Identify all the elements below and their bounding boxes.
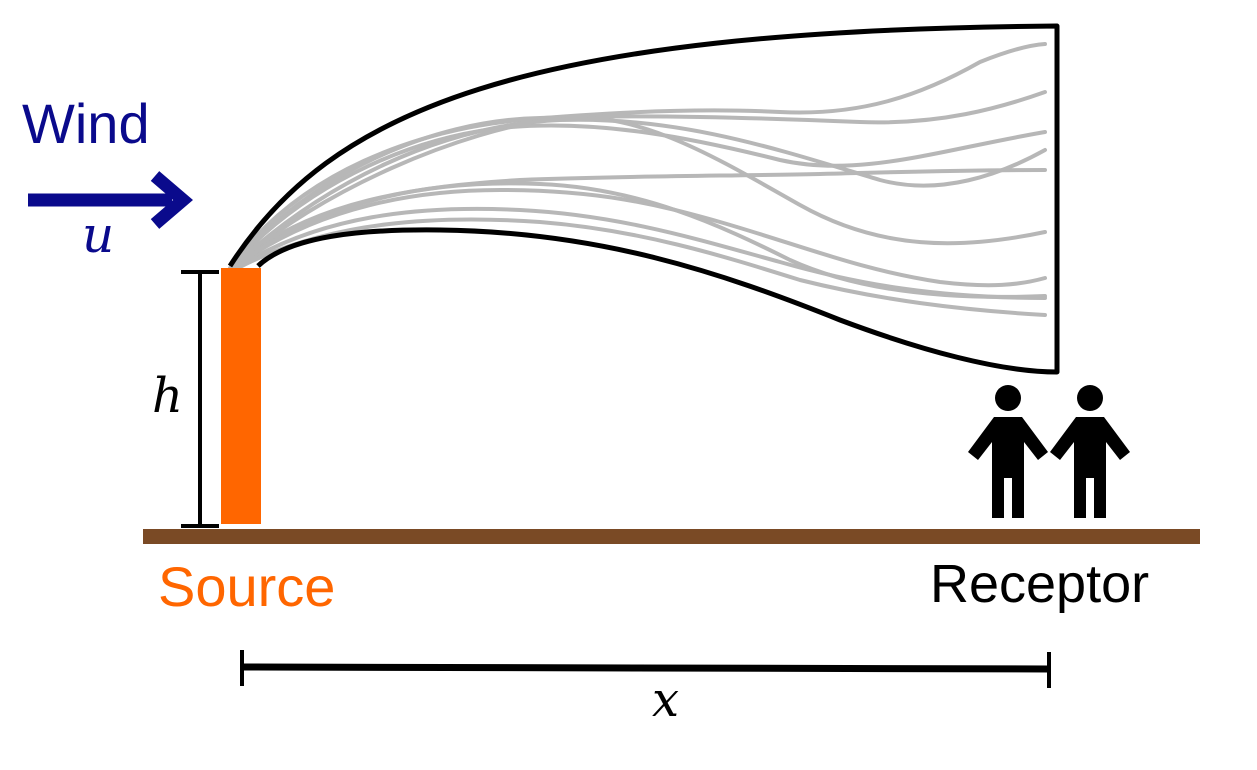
trajectory: [234, 187, 1047, 288]
trajectory: [232, 115, 1047, 268]
trajectory: [232, 117, 1047, 268]
wind-arrow-icon: [28, 171, 193, 229]
plume-trajectories: [228, 42, 1047, 317]
trajectory: [230, 123, 1047, 268]
distance-dimension: [240, 650, 1051, 688]
wind-speed-symbol: u: [82, 206, 114, 264]
wind-label: Wind: [22, 92, 150, 155]
distance-symbol: x: [652, 672, 679, 728]
trajectory: [230, 90, 1047, 268]
trajectory: [234, 206, 1047, 300]
source-label: Source: [158, 555, 335, 618]
plume-envelope: [227, 23, 1060, 375]
person-icon: [968, 385, 1048, 518]
height-symbol: h: [152, 368, 183, 424]
source-stack: [221, 268, 261, 524]
trajectory: [236, 217, 1047, 317]
ground-line: [143, 529, 1200, 544]
trajectory: [234, 181, 1047, 299]
receptor-label: Receptor: [930, 554, 1149, 614]
person-icon: [1050, 385, 1130, 518]
two-people-icon: [968, 385, 1130, 518]
height-dimension: [181, 270, 219, 528]
